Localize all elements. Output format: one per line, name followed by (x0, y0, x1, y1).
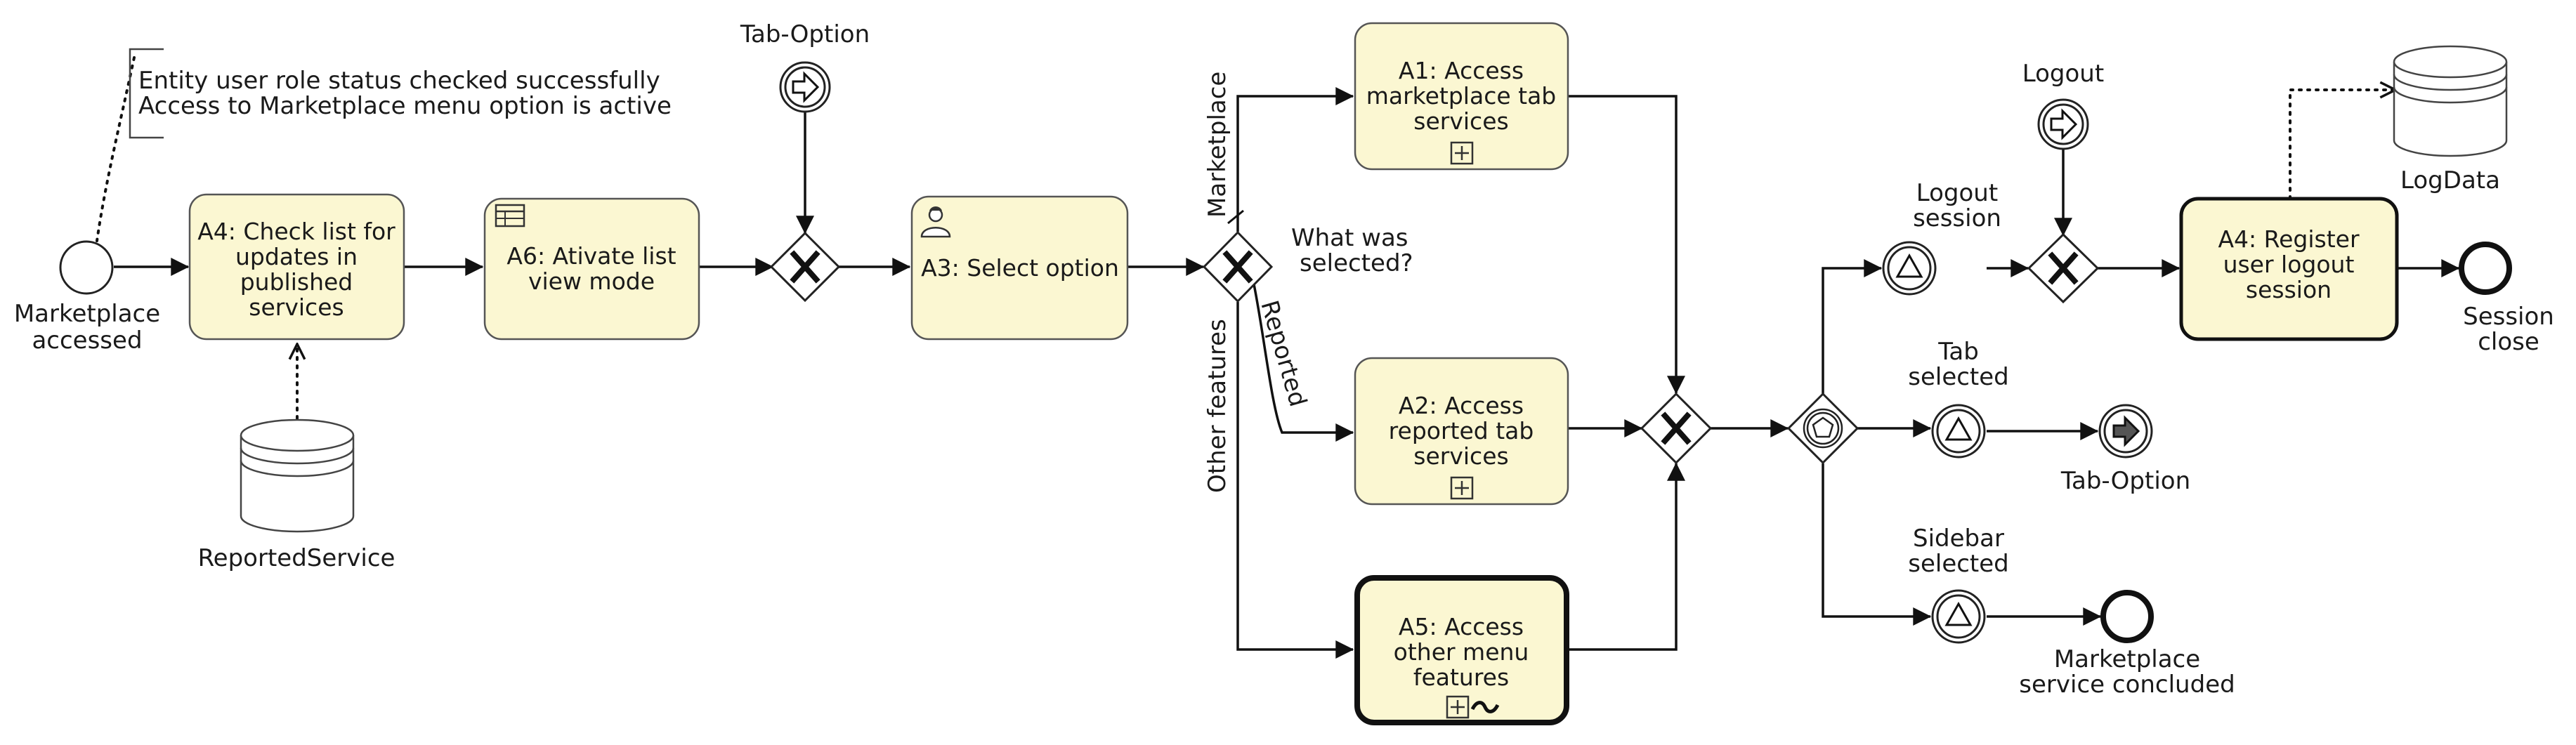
task-label: A3: Select option (921, 254, 1119, 282)
flow-label-reported: Reported (1255, 297, 1312, 409)
gateway-question-line-1: What was (1291, 224, 1408, 252)
gateway-exclusive-merge[interactable] (1640, 392, 1713, 465)
flow-gw2-to-a1[interactable] (1236, 87, 1354, 232)
signal-catch-event-tab-option[interactable] (779, 61, 831, 113)
task-a3-select-option[interactable]: A3: Select option (910, 195, 1129, 341)
start-event-label-2: accessed (32, 327, 142, 355)
event-label-logout-session-1: Logout (1916, 179, 1998, 207)
task-label: services (249, 294, 344, 321)
signal-event-label-logout: Logout (2022, 60, 2104, 88)
subprocess-a2-access-reported[interactable]: A2: Access reported tab services (1354, 357, 1569, 506)
event-label-tab-selected-1: Tab (1937, 338, 1979, 366)
task-label: features (1413, 664, 1509, 691)
pentagon-gateway-icon (1803, 408, 1843, 449)
flow-label-other-features: Other features (1203, 319, 1231, 493)
end-event-label-session-close-1: Session (2463, 303, 2554, 331)
arrow-signal-icon (792, 71, 820, 103)
datastore-logdata[interactable] (2393, 45, 2508, 157)
task-label: session (2246, 276, 2332, 303)
flow-a1-to-gw3[interactable] (1568, 95, 1685, 395)
start-event-marketplace-accessed[interactable] (59, 240, 114, 295)
task-label: services (1413, 442, 1508, 470)
plus-marker-icon (1446, 695, 1470, 719)
x-gateway-icon (790, 250, 820, 284)
flow-gw2-to-a5[interactable] (1236, 302, 1354, 659)
signal-catch-event-tab-selected[interactable] (1931, 404, 1986, 459)
event-label-sidebar-selected-1: Sidebar (1913, 525, 2004, 553)
task-label: A5: Access (1399, 613, 1524, 640)
end-event-label-concluded-2: service concluded (2019, 671, 2235, 699)
task-label: user logout (2223, 251, 2355, 278)
datastore-label-logdata: LogData (2400, 166, 2500, 195)
plus-marker-icon (1450, 141, 1474, 165)
arrow-signal-icon (2112, 415, 2140, 447)
annotation-line-1: Entity user role status checked successf… (138, 67, 660, 95)
start-event-label-1: Marketplace (14, 300, 160, 328)
associations (96, 56, 2395, 420)
arrow-signal-icon (2050, 108, 2078, 140)
text-annotation: Entity user role status checked successf… (129, 48, 672, 139)
assoc-annotation (96, 56, 136, 242)
datastore-label-reportedservice: ReportedService (198, 544, 395, 572)
task-label: A6: Ativate list (506, 242, 676, 270)
subprocess-a5-access-other[interactable]: A5: Access other menu features (1354, 575, 1569, 725)
flow-gw4-to-sidebar-selected[interactable] (1822, 463, 1932, 626)
task-label: services (1413, 107, 1508, 135)
end-event-label-session-close-2: close (2478, 328, 2539, 356)
flow-a5-to-gw3[interactable] (1568, 462, 1685, 651)
end-event-label-tab-option: Tab-Option (2060, 467, 2190, 495)
task-a4-check-list[interactable]: A4: Check list for updates in published … (188, 193, 405, 341)
flow-label-marketplace: Marketplace (1203, 72, 1231, 218)
task-label: A2: Access (1399, 392, 1524, 419)
table-icon (495, 204, 525, 228)
gateway-exclusive-1[interactable] (769, 231, 841, 303)
task-a4-register-logout[interactable]: A4: Register user logout session (2179, 197, 2399, 341)
gateway-exclusive-2[interactable] (1202, 230, 1274, 303)
x-gateway-icon (2048, 251, 2079, 285)
x-gateway-icon (1661, 411, 1692, 445)
end-event-label-concluded-1: Marketplace (2054, 645, 2200, 673)
x-gateway-icon (1222, 250, 1253, 284)
task-a6-activate-list[interactable]: A6: Ativate list view mode (483, 197, 700, 341)
event-label-sidebar-selected-2: selected (1908, 550, 2009, 578)
flow-gw2-to-a2[interactable] (1253, 284, 1354, 442)
default-flow-slash (1227, 209, 1244, 225)
task-label: published (240, 268, 353, 296)
gateway-event-based[interactable] (1786, 392, 1859, 465)
task-label: reported tab (1389, 417, 1534, 444)
task-label: A4: Check list for (197, 218, 395, 245)
event-label-logout-session-2: session (1913, 204, 2001, 232)
signal-catch-event-logout[interactable] (2037, 98, 2089, 150)
signal-catch-event-logout-session[interactable] (1882, 241, 1937, 296)
task-label: view mode (528, 268, 655, 295)
task-label: other menu (1394, 638, 1529, 666)
task-label: updates in (235, 243, 358, 270)
annotation-line-2: Access to Marketplace menu option is act… (138, 92, 672, 120)
end-event-marketplace-concluded[interactable] (2100, 590, 2154, 643)
signal-throw-end-event-tab-option[interactable] (2098, 404, 2153, 459)
tilde-marker-icon (1470, 701, 1500, 713)
assoc-logdata (2289, 90, 2395, 200)
task-label: marketplace tab (1366, 82, 1557, 110)
task-label: A4: Register (2218, 225, 2359, 253)
sequence-flows (114, 87, 2460, 659)
gateway-exclusive-5[interactable] (2027, 232, 2100, 304)
datastore-reportedservice[interactable] (240, 418, 355, 533)
task-label: A1: Access (1399, 57, 1524, 84)
signal-catch-event-sidebar-selected[interactable] (1931, 589, 1986, 644)
person-icon (920, 206, 951, 238)
subprocess-a1-access-marketplace[interactable]: A1: Access marketplace tab services (1354, 22, 1569, 171)
signal-event-label-tab-option: Tab-Option (740, 20, 870, 48)
flow-gw4-to-logout-session[interactable] (1822, 259, 1883, 407)
event-label-tab-selected-2: selected (1908, 363, 2009, 391)
gateway-question-line-2: selected? (1300, 249, 1413, 277)
plus-marker-icon (1450, 476, 1474, 500)
end-event-session-close[interactable] (2459, 242, 2512, 295)
